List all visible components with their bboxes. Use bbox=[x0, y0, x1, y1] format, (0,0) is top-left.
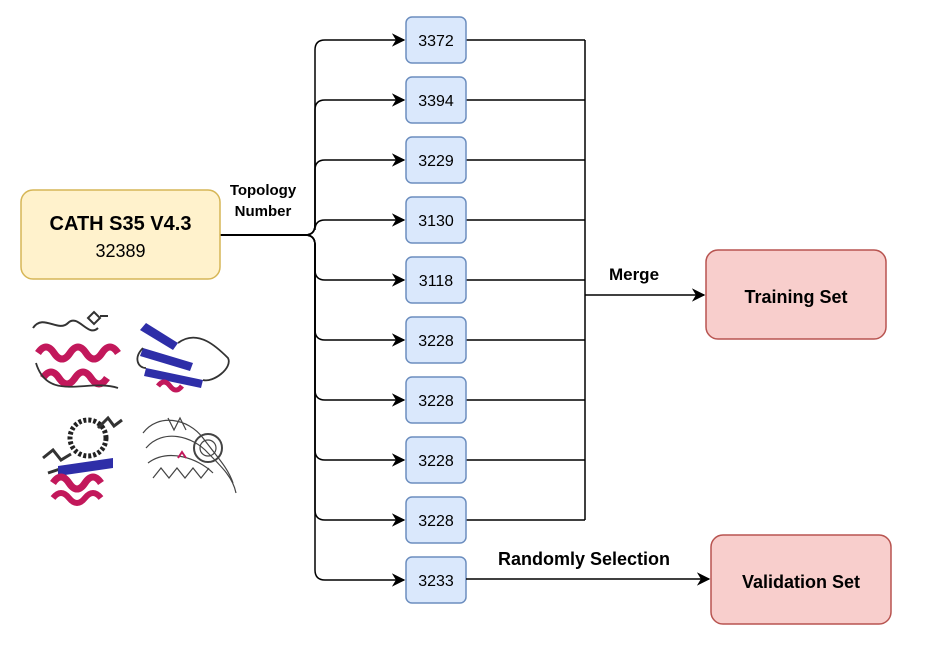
topology-label: 3233 bbox=[418, 573, 454, 590]
topology-node[interactable]: 3229 bbox=[405, 136, 467, 184]
source-count: 32389 bbox=[95, 241, 145, 261]
alpha-helix-protein-image bbox=[32, 310, 121, 389]
selection-label: Randomly Selection bbox=[498, 549, 670, 569]
topology-node[interactable]: 3372 bbox=[405, 16, 467, 64]
topology-label: 3118 bbox=[419, 273, 454, 290]
validation-set-label: Validation Set bbox=[742, 572, 860, 592]
topology-box bbox=[405, 256, 467, 304]
topology-node[interactable]: 3394 bbox=[405, 76, 467, 124]
topology-node[interactable]: 3233 bbox=[405, 556, 467, 604]
fan-edge bbox=[220, 234, 406, 407]
protein-structure-images bbox=[32, 310, 237, 506]
topology-box bbox=[405, 16, 467, 64]
edge-label-line2: Number bbox=[235, 203, 292, 220]
topology-box bbox=[405, 436, 467, 484]
topology-label: 3228 bbox=[418, 333, 454, 350]
topology-label: 3228 bbox=[418, 513, 454, 530]
topology-label: 3130 bbox=[418, 213, 454, 230]
topology-box bbox=[405, 376, 467, 424]
fan-edge bbox=[220, 234, 406, 347]
fan-edge bbox=[220, 234, 406, 287]
fan-edge bbox=[220, 234, 406, 527]
topology-box bbox=[405, 136, 467, 184]
mixed-protein-ligand-image bbox=[42, 415, 123, 506]
topology-label: 3228 bbox=[418, 453, 454, 470]
merge-label: Merge bbox=[609, 265, 659, 284]
rna-complex-image bbox=[142, 416, 237, 494]
topology-label: 3372 bbox=[418, 33, 454, 50]
training-set-label: Training Set bbox=[744, 287, 847, 307]
topology-nodes: 3372 3394 3229 3130 3118 3228 3228 3228 3228 3233 bbox=[405, 16, 467, 604]
fan-edge bbox=[220, 234, 406, 467]
edge-label-line1: Topology bbox=[230, 182, 297, 199]
topology-label: 3228 bbox=[418, 393, 454, 410]
topology-box bbox=[405, 496, 467, 544]
fan-out-edges bbox=[220, 33, 406, 587]
topology-box bbox=[405, 316, 467, 364]
validation-set-node[interactable]: Validation Set bbox=[710, 534, 892, 625]
beta-sheet-protein-image bbox=[136, 323, 230, 393]
topology-label: 3394 bbox=[418, 93, 454, 110]
topology-box bbox=[405, 76, 467, 124]
topology-node[interactable]: 3130 bbox=[405, 196, 467, 244]
topology-node[interactable]: 3228 bbox=[405, 496, 467, 544]
training-set-node[interactable]: Training Set bbox=[705, 249, 887, 340]
source-title: CATH S35 V4.3 bbox=[50, 213, 192, 235]
topology-node[interactable]: 3228 bbox=[405, 376, 467, 424]
topology-node[interactable]: 3118 bbox=[405, 256, 467, 304]
topology-box bbox=[405, 196, 467, 244]
topology-box bbox=[405, 556, 467, 604]
merge-edges bbox=[466, 39, 586, 521]
source-node[interactable]: CATH S35 V4.3 32389 bbox=[20, 189, 221, 280]
fan-edge bbox=[220, 234, 406, 587]
topology-label: 3229 bbox=[418, 153, 454, 170]
topology-node[interactable]: 3228 bbox=[405, 436, 467, 484]
topology-node[interactable]: 3228 bbox=[405, 316, 467, 364]
fan-edge bbox=[220, 213, 406, 236]
